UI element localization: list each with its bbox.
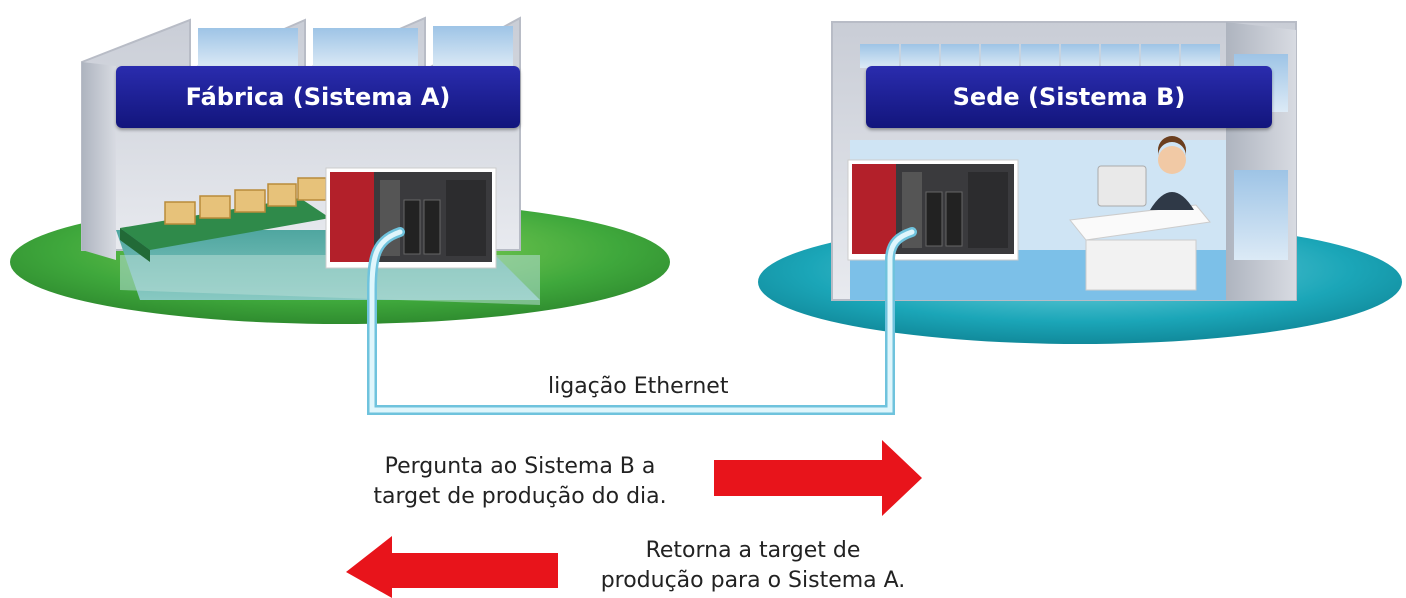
reply-line-2: produção para o Sistema A. [600,568,906,593]
reply-arrow [346,536,558,598]
reply-description: Retorna a target de produção para o Sist… [568,536,938,596]
ethernet-label: ligação Ethernet [548,374,729,399]
factory-label: Fábrica (Sistema A) [116,66,520,128]
query-line-1: Pergunta ao Sistema B a [384,454,656,479]
headquarters-label: Sede (Sistema B) [866,66,1272,128]
reply-line-1: Retorna a target de [645,538,861,563]
plc-b-icon [847,159,1019,261]
query-arrow [714,440,922,516]
headquarters-building [758,21,1402,344]
office-worker-icon [1069,136,1211,291]
factory-building [10,16,670,324]
conveyor-icon [120,177,330,262]
query-line-2: target de produção do dia. [373,484,667,509]
query-description: Pergunta ao Sistema B a target de produç… [360,452,680,512]
plc-a-icon [325,167,497,269]
